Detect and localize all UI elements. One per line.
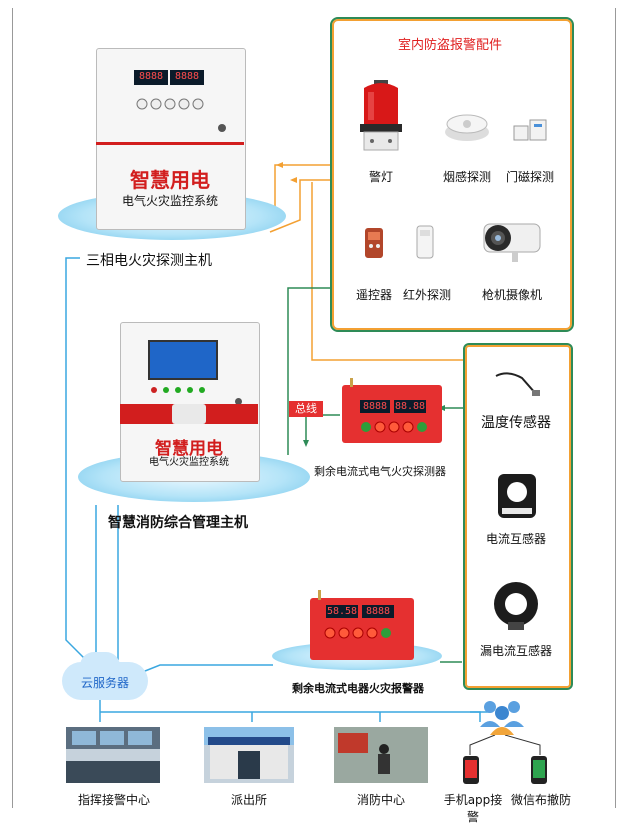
host1-cabinet xyxy=(96,48,246,230)
sensor-label-leakage-transformer: 漏电流互感器 xyxy=(479,644,552,658)
detector1-button-row xyxy=(358,419,430,435)
endpoint-label-police-station: 派出所 xyxy=(230,793,267,807)
bullet-camera-icon xyxy=(483,223,541,262)
endpoint-label-mobile-app: 手机app接警 xyxy=(443,793,503,824)
host2-speaker-grille xyxy=(172,404,206,424)
blue-link-4 xyxy=(134,664,273,676)
accessory-label-warning-light: 警灯 xyxy=(368,170,393,184)
users-group-icon xyxy=(480,701,524,735)
mobile-app-phone-icon xyxy=(463,756,479,784)
temperature-sensor-icon xyxy=(495,372,540,396)
host1-lock-icon xyxy=(218,124,226,132)
cloud-server-label: 云服务器 xyxy=(80,676,129,690)
leakage-current-transformer-icon xyxy=(494,582,538,630)
accessory-label-remote-control: 遥控器 xyxy=(355,288,392,302)
host2-button-row xyxy=(148,382,214,396)
green-arrow-2 xyxy=(303,440,309,447)
host1-system-name: 电气火灾监控系统 xyxy=(121,194,218,208)
current-transformer-icon xyxy=(498,474,536,518)
accessory-label-smoke-detector: 烟感探测 xyxy=(442,170,491,184)
infrared-detector-icon xyxy=(416,225,434,259)
sensors-panel xyxy=(463,343,573,690)
page-frame xyxy=(12,8,616,808)
door-sensor-icon xyxy=(513,119,547,141)
host2-lock-icon xyxy=(235,398,242,405)
blue-link-9 xyxy=(470,711,481,722)
endpoint-label-command-center: 指挥接警中心 xyxy=(77,793,150,807)
detector2-display-right: 8888 xyxy=(362,605,394,618)
branch-link-2 xyxy=(504,734,541,755)
blue-link-1 xyxy=(65,257,87,661)
accessory-label-door-sensor: 门磁探测 xyxy=(505,170,554,184)
host2-brand: 智慧用电 xyxy=(155,439,223,459)
host1-caption: 三相电火灾探测主机 xyxy=(86,253,212,269)
detector1-device xyxy=(342,385,442,443)
detector2-button-row xyxy=(322,625,396,641)
accessories-panel-title: 室内防盗报警配件 xyxy=(397,38,502,53)
host1-button-row xyxy=(134,92,208,114)
detector2-caption: 剩余电流式电器火灾报警器 xyxy=(292,682,424,695)
host1-divider xyxy=(96,142,244,145)
detector1-display-left: 8888 xyxy=(360,400,390,413)
host2-system-name: 电气火灾监控系统 xyxy=(149,457,229,468)
green-link-2 xyxy=(305,414,340,440)
endpoint-label-fire-center: 消防中心 xyxy=(356,793,405,807)
detector2-display-left: 58.58 xyxy=(326,605,358,618)
branch-link-1 xyxy=(469,734,496,755)
host1-brand: 智慧用电 xyxy=(130,168,210,192)
orange-link-1 xyxy=(274,164,330,210)
accessory-label-infrared-detector: 红外探测 xyxy=(402,288,451,302)
orange-link-3 xyxy=(311,182,463,361)
host2-caption: 智慧消防综合管理主机 xyxy=(108,515,248,531)
detector1-display-right: 88.88 xyxy=(394,400,426,413)
detector2-antenna-icon xyxy=(318,590,321,600)
orange-arrow-2 xyxy=(290,177,297,183)
sensor-label-current-transformer: 电流互感器 xyxy=(485,532,546,546)
orange-arrow-1 xyxy=(276,162,283,168)
host1-display-left: 8888 xyxy=(134,70,168,85)
accessories-panel xyxy=(330,17,574,332)
warning-light-icon xyxy=(360,80,402,151)
fire-center-photo xyxy=(334,727,428,783)
host2-screen xyxy=(148,340,218,380)
sensor-label-temperature: 温度传感器 xyxy=(481,415,551,431)
police-station-photo xyxy=(204,727,294,783)
detector1-caption: 剩余电流式电气火灾探测器 xyxy=(314,465,446,478)
accessory-label-bullet-camera: 枪机摄像机 xyxy=(481,288,542,302)
remote-control-icon xyxy=(365,228,383,258)
host1-display-right: 8888 xyxy=(170,70,204,85)
command-center-photo xyxy=(66,727,160,783)
green-link-1 xyxy=(287,287,330,455)
wechat-phone-icon xyxy=(531,756,547,784)
cloud-server-icon-top xyxy=(80,652,120,680)
smoke-detector-icon xyxy=(445,114,489,141)
detector1-antenna-icon xyxy=(350,378,353,387)
endpoint-label-wechat: 微信布撤防 xyxy=(510,793,571,807)
orange-link-2 xyxy=(269,179,330,233)
bus-label: 总线 xyxy=(289,401,323,417)
